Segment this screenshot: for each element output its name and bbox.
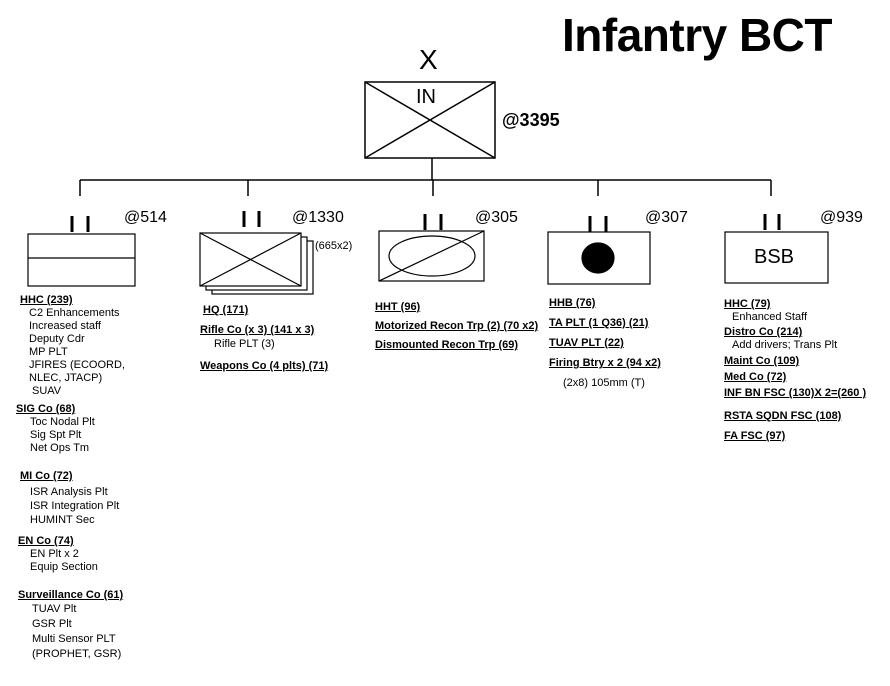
list-item: Rifle PLT (3): [214, 338, 275, 350]
bn5-strength: @939: [820, 209, 863, 226]
list-item: Toc Nodal Plt: [30, 416, 95, 428]
list-item: EN Plt x 2: [30, 548, 79, 560]
list-item: GSR Plt: [32, 618, 72, 630]
list-item: Net Ops Tm: [30, 442, 90, 454]
list-item: (PROPHET, GSR): [32, 648, 122, 660]
bn2-unit-list: HQ (171) Rifle Co (x 3) (141 x 3) Rifle …: [200, 303, 329, 373]
surveillance-co-list: Surveillance Co (61) TUAV Plt GSR Plt Mu…: [18, 589, 123, 662]
list-item: TUAV Plt: [32, 603, 77, 615]
top-unit-strength: @3395: [502, 110, 560, 130]
bn2-multiplier: (665x2): [315, 240, 353, 252]
list-item: Sig Spt Plt: [30, 429, 82, 441]
unit-label: Distro Co (214): [724, 326, 803, 338]
bn3-unit-list: HHT (96) Motorized Recon Trp (2) (70 x2)…: [375, 301, 545, 351]
unit-label: Maint Co (109): [724, 355, 800, 367]
list-item: JFIRES (ECOORD,: [29, 359, 125, 371]
list-item: C2 Enhancements: [29, 307, 120, 319]
bsb-label: BSB: [754, 246, 795, 268]
list-item: Enhanced Staff: [732, 311, 808, 323]
bsb-symbol: [724, 231, 829, 284]
list-item: Add drivers; Trans Plt: [732, 339, 838, 351]
unit-label: HHC (79): [724, 298, 771, 310]
list-item: Deputy Cdr: [29, 333, 85, 345]
unit-label: Firing Btry x 2 (94 x2): [549, 357, 661, 369]
unit-label: RSTA SQDN FSC (108): [724, 410, 842, 422]
unit-label: Dismounted Recon Trp (69): [375, 339, 519, 351]
fa-note: (2x8) 105mm (T): [563, 377, 645, 389]
bn3-strength: @305: [475, 209, 518, 226]
mi-co-list: MI Co (72) ISR Analysis Plt ISR Integrat…: [20, 470, 119, 527]
unit-label: EN Co (74): [18, 535, 74, 547]
sig-co-list: SIG Co (68) Toc Nodal Plt Sig Spt Plt Ne…: [16, 403, 95, 455]
unit-label: Med Co (72): [724, 371, 787, 383]
list-item: ISR Analysis Plt: [30, 486, 108, 498]
list-item: ISR Integration Plt: [30, 500, 120, 512]
list-item: Equip Section: [30, 561, 98, 573]
list-item: NLEC, JTACP): [29, 372, 103, 384]
bn5-unit-list: HHC (79) Enhanced Staff Distro Co (214) …: [724, 298, 866, 443]
bn2-strength: @1330: [292, 209, 344, 226]
unit-label: HHT (96): [375, 301, 421, 313]
unit-label: HQ (171): [203, 304, 249, 316]
top-unit-cross-b: [364, 81, 496, 159]
page-title: Infantry BCT: [562, 9, 833, 61]
unit-label: TUAV PLT (22): [549, 337, 624, 349]
unit-label: HHC (239): [20, 294, 73, 306]
list-item: SUAV: [32, 385, 62, 397]
unit-label: Rifle Co (x 3) (141 x 3): [200, 324, 315, 336]
unit-label: MI Co (72): [20, 470, 73, 482]
unit-label: Weapons Co (4 plts) (71): [200, 360, 329, 372]
bn1-unit-list: HHC (239) C2 Enhancements Increased staf…: [20, 294, 125, 398]
top-unit-label: IN: [416, 86, 436, 108]
bn4-unit-list: HHB (76) TA PLT (1 Q36) (21) TUAV PLT (2…: [549, 297, 661, 390]
en-co-list: EN Co (74) EN Plt x 2 Equip Section: [18, 535, 98, 574]
bn4-strength: @307: [645, 209, 688, 226]
unit-label: Surveillance Co (61): [18, 589, 124, 601]
bn1-strength: @514: [124, 209, 167, 226]
list-item: Multi Sensor PLT: [32, 633, 116, 645]
list-item: Increased staff: [29, 320, 101, 332]
list-item: HUMINT Sec: [30, 514, 95, 526]
list-item: MP PLT: [29, 346, 68, 358]
unit-label: TA PLT (1 Q36) (21): [549, 317, 649, 329]
top-unit-echelon: X: [419, 44, 438, 75]
stb-symbol: [27, 233, 136, 287]
unit-label: HHB (76): [549, 297, 596, 309]
unit-label: Motorized Recon Trp (2) (70 x2): [375, 320, 539, 332]
unit-label: INF BN FSC (130)X 2=(260 ): [724, 387, 867, 399]
unit-label: SIG Co (68): [16, 403, 76, 415]
unit-label: FA FSC (97): [724, 430, 786, 442]
